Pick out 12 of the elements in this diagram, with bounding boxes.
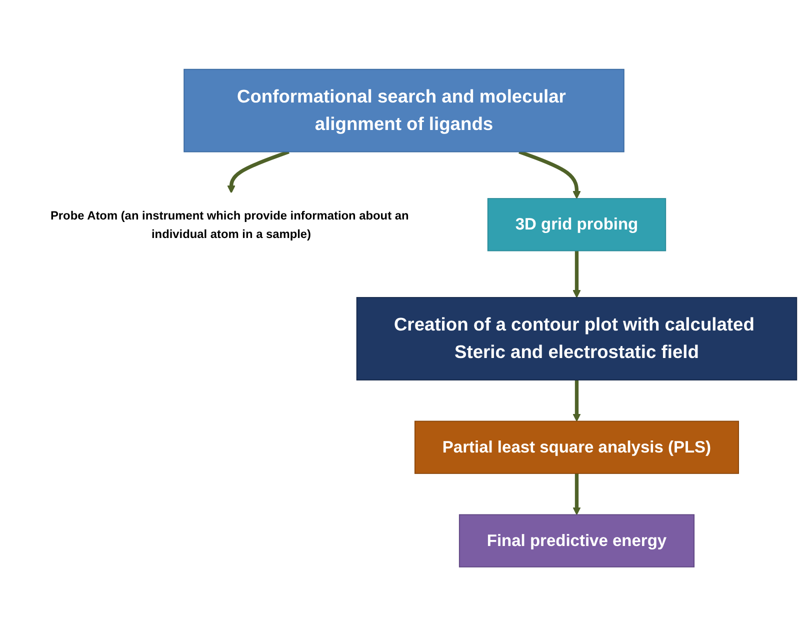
node-box [356, 297, 798, 381]
node-box [414, 421, 739, 474]
arrow [227, 150, 290, 194]
node-box [487, 198, 666, 252]
arrow [572, 474, 581, 516]
arrow [572, 251, 581, 298]
node-box [458, 514, 695, 568]
arrow [572, 380, 581, 422]
flowchart-drawing: Conformational search and molecular alignment of ligands Probe Atom (an instrument which provide information about an individual atom in a sample) 3D grid probing Creation of a contour plot with calculated Steric and electrostatic field Partial least square analysis (PLS) Final predictive energy [4, 62, 804, 575]
node-box [184, 69, 624, 153]
arrow [518, 150, 581, 200]
node-text: Probe Atom (an instrument which provide information about an individual atom in a sample) [50, 208, 409, 241]
